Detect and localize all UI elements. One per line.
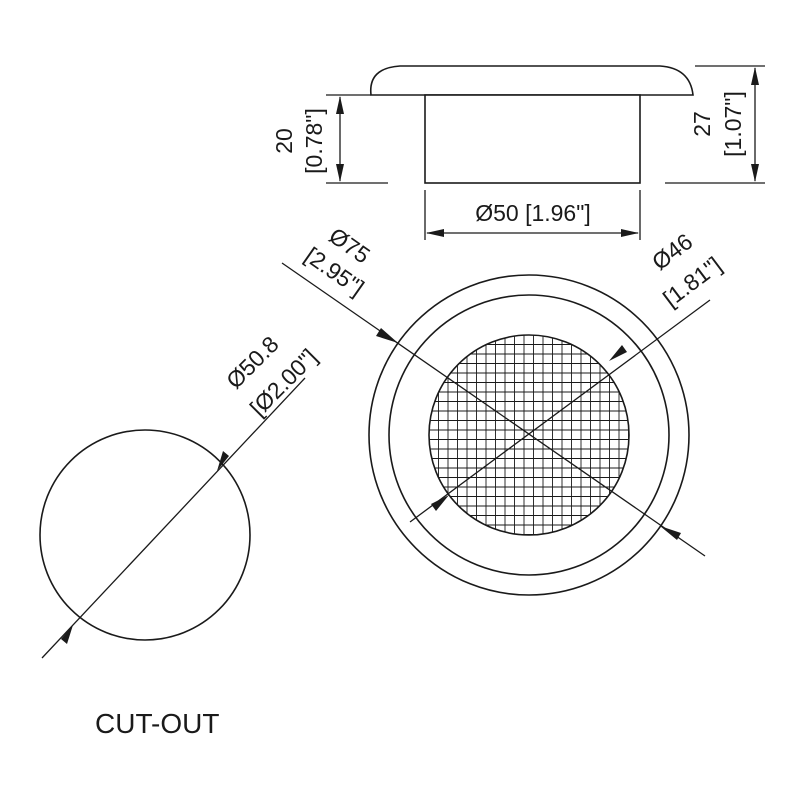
dimension-label-20-inch: [0.78"] xyxy=(301,108,327,174)
arrow-cutout-lower xyxy=(61,625,73,644)
leader-line-75 xyxy=(281,262,706,557)
leader-line-46 xyxy=(409,299,711,523)
dimension-label-27-mm: 27 xyxy=(689,111,715,137)
arrow-left-50 xyxy=(426,229,444,237)
flange-profile xyxy=(369,65,694,96)
dimension-label-20-mm: 20 xyxy=(271,128,297,154)
arrow-75-right xyxy=(660,526,681,540)
top-view: Ø75 [2.95"] Ø46 [1.81"] xyxy=(281,222,726,596)
mesh-circle xyxy=(428,334,630,536)
side-view: 20 [0.78"] 27 [1.07"] Ø50 [1.96"] xyxy=(271,65,765,240)
arrow-right-50 xyxy=(621,229,639,237)
arrow-75-left xyxy=(376,328,398,343)
grille-mesh xyxy=(429,335,629,535)
arrow-46-right xyxy=(609,345,627,361)
dimension-label-27-inch: [1.07"] xyxy=(720,91,746,157)
cutout-circle xyxy=(39,429,251,641)
dimension-label-50: Ø50 [1.96"] xyxy=(475,200,591,226)
body-profile xyxy=(424,94,641,184)
arrow-up-20 xyxy=(336,96,344,114)
arrow-down-20 xyxy=(336,164,344,182)
cutout-view: Ø50.8 [Ø2.00"] CUT-OUT xyxy=(39,331,322,739)
arrow-cutout-upper xyxy=(217,451,229,471)
arrow-down-27 xyxy=(751,164,759,182)
leader-line-cutout xyxy=(41,377,306,659)
cutout-caption: CUT-OUT xyxy=(95,708,219,739)
arrow-46-left xyxy=(431,495,449,511)
arrow-up-27 xyxy=(751,67,759,85)
